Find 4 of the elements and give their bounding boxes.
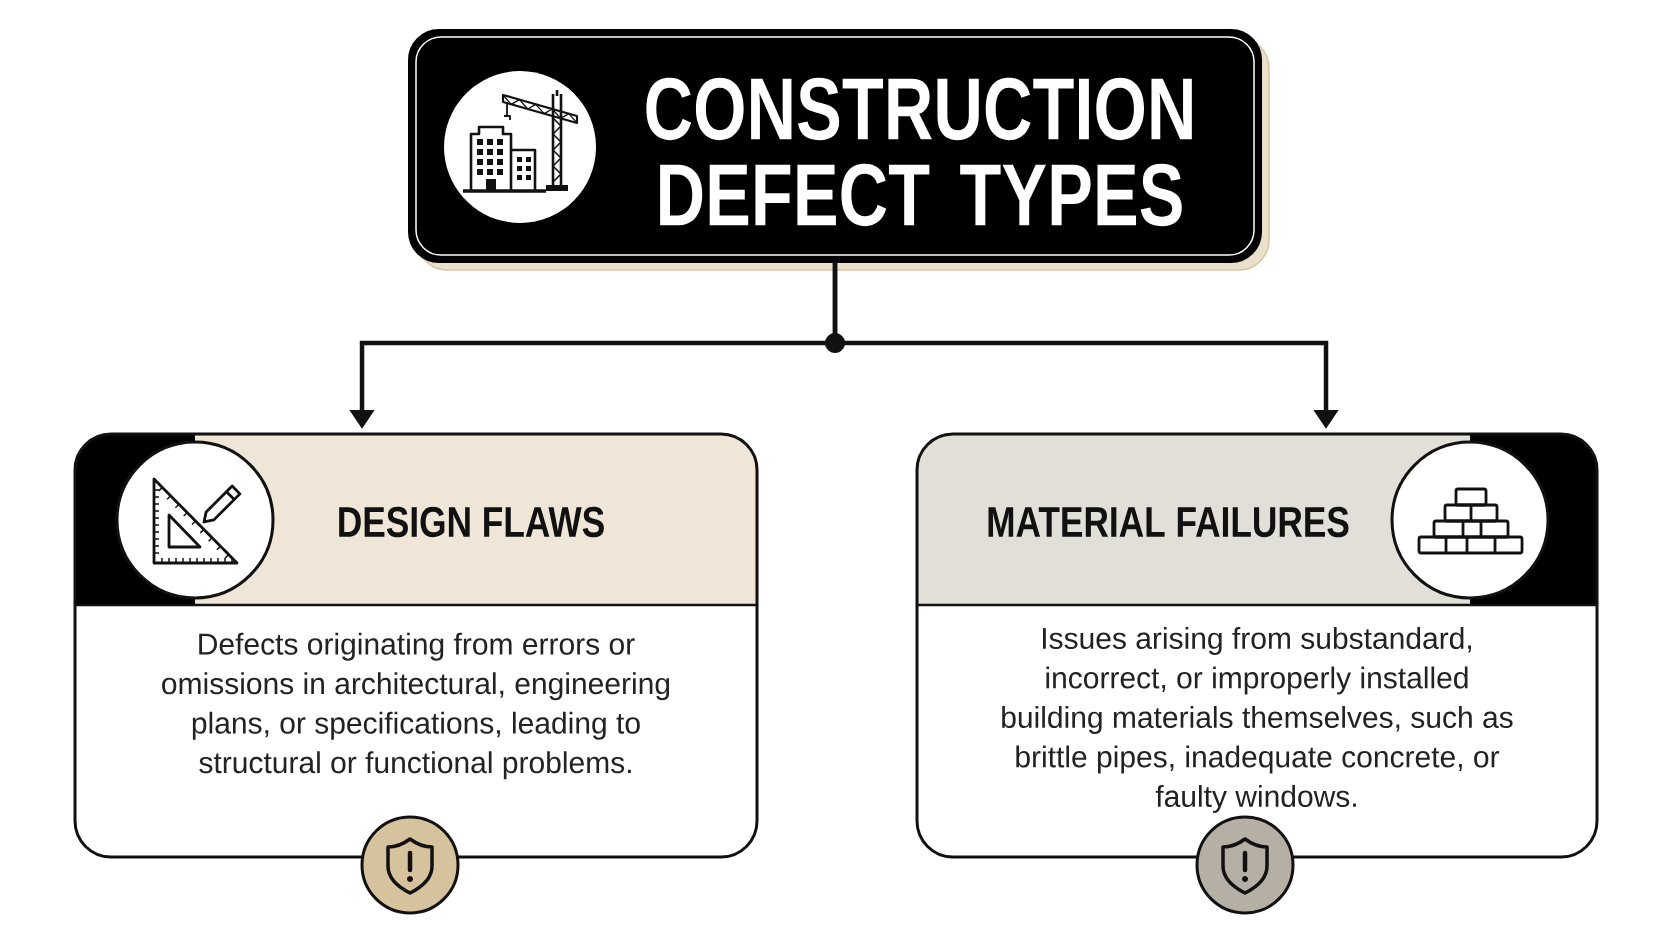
card-heading: DESIGN FLAWS <box>339 506 604 538</box>
card-heading: MATERIAL FAILURES <box>988 506 1349 538</box>
description-text: Issues arising from substandard, incorrect, or improperly installed building materials themselves, such as brittle pipes, inadequate concrete, or faulty windows. <box>1002 627 1513 813</box>
description-text: Defects originating from errors or omissions in architectural, engineering plans, or specifications, leading to structural or functional problems. <box>162 632 670 780</box>
